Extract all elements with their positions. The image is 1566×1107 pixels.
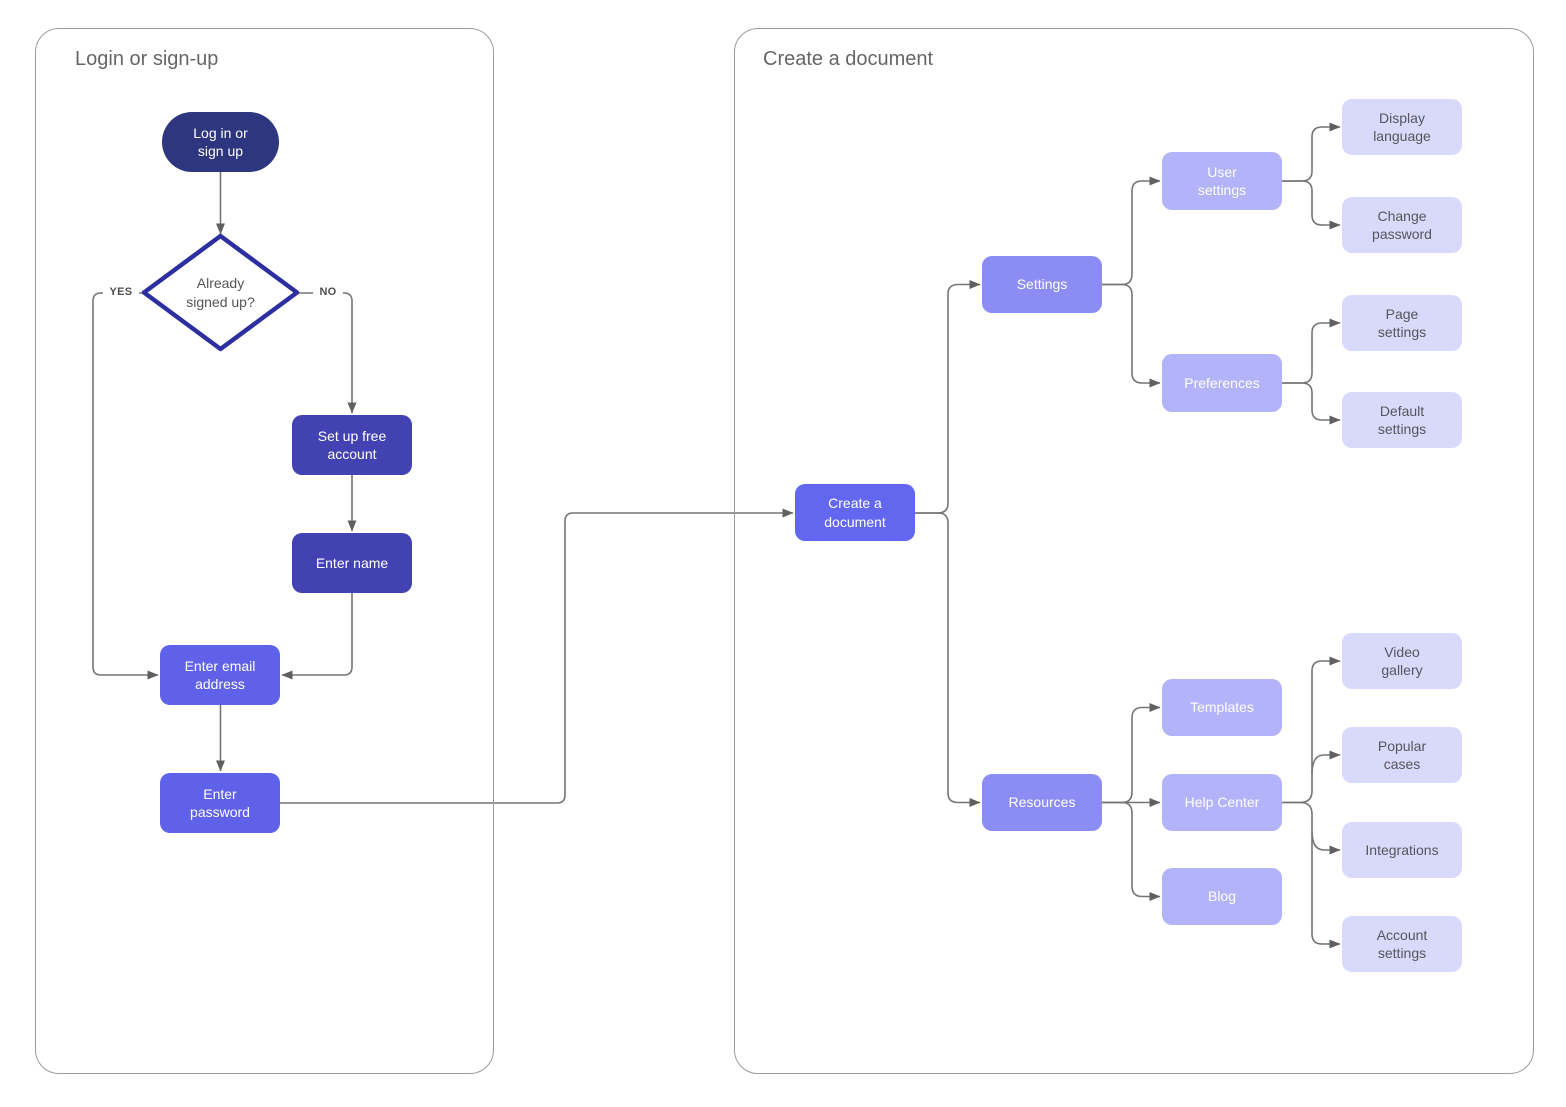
node-enter-name[interactable]: Enter name xyxy=(292,533,412,593)
node-integrations[interactable]: Integrations xyxy=(1342,822,1462,878)
node-video-gallery[interactable]: Video gallery xyxy=(1342,633,1462,689)
node-label: Change password xyxy=(1372,207,1432,242)
node-label: Popular cases xyxy=(1377,737,1427,772)
node-label: Default settings xyxy=(1377,402,1427,437)
node-label: Set up free account xyxy=(317,427,387,462)
node-label: Create a document xyxy=(824,495,886,530)
node-label: Resources xyxy=(1008,794,1076,811)
node-display-language[interactable]: Display language xyxy=(1342,99,1462,155)
node-label: Settings xyxy=(1016,276,1068,293)
node-label: Enter email address xyxy=(184,657,256,692)
frame-create-a-document[interactable] xyxy=(734,28,1534,1074)
node-blog[interactable]: Blog xyxy=(1162,868,1282,925)
node-label: Help Center xyxy=(1184,794,1260,811)
node-label: Blog xyxy=(1207,888,1237,905)
node-label: Log in or sign up xyxy=(193,124,248,159)
node-page-settings[interactable]: Page settings xyxy=(1342,295,1462,351)
node-help-center[interactable]: Help Center xyxy=(1162,774,1282,831)
frame-login-or-sign-up[interactable] xyxy=(35,28,494,1074)
node-settings[interactable]: Settings xyxy=(982,256,1102,313)
node-label: Account settings xyxy=(1376,926,1428,961)
node-change-password[interactable]: Change password xyxy=(1342,197,1462,253)
node-user-settings[interactable]: User settings xyxy=(1162,152,1282,210)
node-label: Display language xyxy=(1373,109,1431,144)
frame-title-create: Create a document xyxy=(763,48,934,70)
node-popular-cases[interactable]: Popular cases xyxy=(1342,727,1462,783)
node-label: Preferences xyxy=(1184,374,1260,391)
node-label: Video gallery xyxy=(1381,643,1423,678)
node-label: Templates xyxy=(1190,699,1254,716)
node-account-settings[interactable]: Account settings xyxy=(1342,916,1462,972)
node-enter-password[interactable]: Enter password xyxy=(160,773,280,833)
node-label: Already signed up? xyxy=(186,275,255,310)
node-label: User settings xyxy=(1197,163,1247,198)
node-preferences[interactable]: Preferences xyxy=(1162,354,1282,412)
node-templates[interactable]: Templates xyxy=(1162,679,1282,736)
node-label: Enter name xyxy=(315,554,389,571)
frame-title-login: Login or sign-up xyxy=(75,48,219,70)
node-label: Page settings xyxy=(1377,305,1427,340)
edge-label-no: NO xyxy=(313,286,343,298)
edge-label-yes: YES xyxy=(103,286,139,298)
node-label: Enter password xyxy=(190,785,250,820)
node-enter-email-address[interactable]: Enter email address xyxy=(160,645,280,705)
node-create-a-document[interactable]: Create a document xyxy=(795,484,915,541)
decision-diamond-shape xyxy=(141,233,300,352)
node-log-in-or-sign-up[interactable]: Log in or sign up xyxy=(162,112,279,172)
node-already-signed-up[interactable]: Already signed up? xyxy=(141,233,300,352)
node-default-settings[interactable]: Default settings xyxy=(1342,392,1462,448)
node-label: Integrations xyxy=(1365,841,1439,858)
node-set-up-free-account[interactable]: Set up free account xyxy=(292,415,412,475)
node-resources[interactable]: Resources xyxy=(982,774,1102,831)
